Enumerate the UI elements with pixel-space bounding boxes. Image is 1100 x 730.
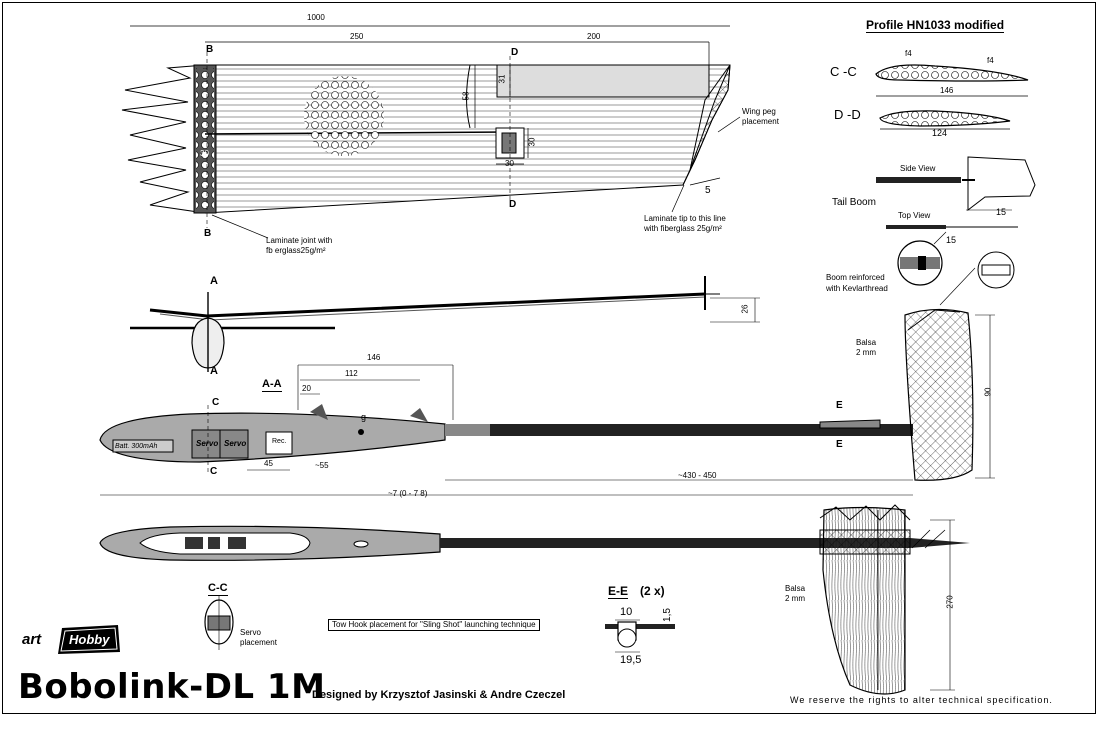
dim-15-top: 15 [946,235,957,245]
tail-boom-label: Tail Boom [832,197,876,208]
front-dim-26: 26 [740,304,750,314]
hobby-badge [58,625,120,654]
cg-mark: g [361,412,367,422]
ee-section-drawing [605,619,675,653]
dim-55: ~55 [315,461,329,470]
brand-art: art [22,631,42,648]
ee-dim-15: 1,5 [661,608,673,622]
cc-section-drawing [204,595,234,650]
stab-edge [819,419,881,429]
tow-hook-note: Tow Hook placement for "Sling Shot" laun… [328,619,540,631]
stab-dim-270: 270 [945,595,955,609]
fin-dim-90: 90 [983,387,993,397]
wing-dim-30-root: 30 [200,149,209,158]
sec-b-top: B [206,44,214,55]
ee-dim-195: 19,5 [620,654,642,666]
fuselage-side [99,251,1015,496]
fuselage-top [99,504,970,695]
laminate-joint-note: Laminate joint with fb erglass25g/m² [266,236,333,255]
brand-hobby: Hobby [69,632,110,647]
wing-dim-30-servo-h: 30 [527,137,537,147]
sec-e-top: E [836,400,843,411]
batt-label: Batt. 300mAh [115,443,158,450]
laminate-tip-note: Laminate tip to this line with fiberglas… [644,214,726,233]
cc-servo-placement: Servo placement [240,628,277,647]
designers: Designed by Krzysztof Jasinski & Andre C… [312,689,566,701]
rights-note: We reserve the rights to alter technical… [790,695,1053,705]
rec-label: Rec. [272,438,287,445]
wing-planform [121,25,741,239]
fin [904,308,974,481]
dim-430-450: ~430 - 450 [678,471,717,480]
servo1-label: Servo [196,439,219,448]
sec-c-top: C [212,397,220,408]
ee-section-count: (2 x) [640,584,665,598]
profile-cc [875,64,1029,82]
dim-45: 45 [264,459,273,468]
stab-balsa: Balsa 2 mm [785,584,806,603]
wing-dim-5: 5 [705,185,711,196]
dd-width: 124 [932,128,948,138]
wing-dim-200: 200 [587,32,601,41]
cc-width: 146 [940,86,954,95]
tail-boom-detail [876,156,1036,286]
profile-dd [879,110,1011,127]
dim-146: 146 [367,353,381,362]
wing-dim-31: 31 [497,74,507,84]
foam-cluster [304,76,384,156]
dim-20: 20 [302,384,311,393]
model-name: Bobolink-DL 1M [18,667,326,707]
aileron [496,64,710,98]
section-dd-label: D -D [834,107,861,122]
front-view [130,276,760,372]
section-cc-label: C -C [830,64,857,79]
wing-dim-total: 1000 [307,13,325,22]
tail-boom [445,424,913,436]
fin-balsa: Balsa 2 mm [856,338,877,357]
sec-e-bottom: E [836,439,843,450]
wing-tip-mesh [682,64,731,186]
wingpeg-note: Wing peg placement [742,107,779,126]
cc-f4-left: f4 [905,49,912,58]
wing-dim-30-servo-w: 30 [505,159,514,168]
boom-reinforced-note: Boom reinforced with Kevlarthread [826,273,888,293]
sec-d-bottom: D [509,199,517,210]
sec-b-bottom: B [204,228,212,239]
top-view-label: Top View [898,211,931,220]
aa-label: A-A [262,378,282,392]
wing-root-jagged [121,64,206,214]
dim-15-side: 15 [996,207,1007,217]
cc-section-title: C-C [208,582,228,596]
profile-title: Profile HN1033 modified [866,18,1005,33]
dim-770: ~7 (0 - 7 8) [388,489,428,498]
wing-dim-250: 250 [350,32,364,41]
sec-c-bottom: C [210,466,218,477]
wing-dim-58: 58 [461,91,471,101]
ee-dim-10: 10 [620,606,633,618]
sec-d-top: D [511,47,519,58]
cc-f4-right: f4 [987,56,994,65]
servo2-label: Servo [224,439,247,448]
profiles [875,64,1029,130]
ee-section-title: E-E [608,584,629,599]
dim-112: 112 [345,369,358,378]
sec-a-top: A [210,275,218,287]
sec-a-bottom: A [210,365,218,377]
side-view-label: Side View [900,164,936,173]
